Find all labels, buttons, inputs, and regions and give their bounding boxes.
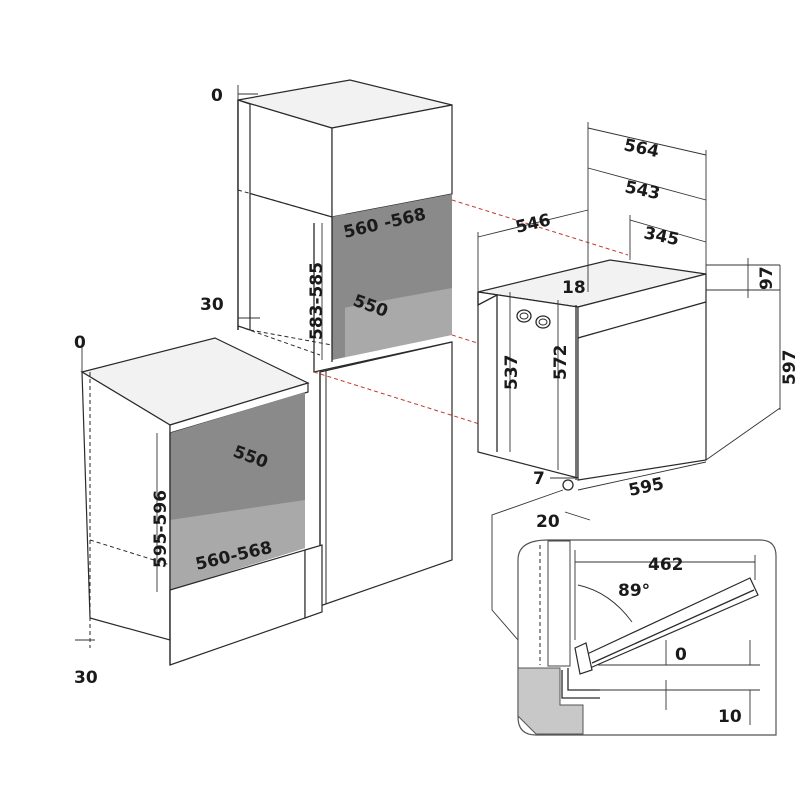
tall-unit bbox=[237, 79, 453, 607]
oven-door-thickness-label: 20 bbox=[536, 512, 560, 532]
tall-unit-lower-side bbox=[319, 341, 453, 607]
tall-unit-top-clearance-label: 0 bbox=[211, 86, 223, 106]
oven-side bbox=[477, 291, 579, 479]
base-unit-top-clearance-label: 0 bbox=[74, 333, 86, 353]
tall-unit-niche-height-label: 583-585 bbox=[307, 262, 327, 340]
tall-unit-side-offset-label: 30 bbox=[200, 295, 224, 315]
oven-panel-height-label: 97 bbox=[757, 266, 777, 290]
oven-knob-icon bbox=[535, 315, 551, 329]
oven-body-height-a-label: 537 bbox=[502, 355, 522, 391]
door-detail-base-block bbox=[517, 667, 584, 735]
door-detail bbox=[491, 479, 777, 736]
insertion-guides bbox=[313, 199, 629, 433]
door-detail-gap-bottom-label: 10 bbox=[718, 707, 742, 727]
base-unit bbox=[75, 337, 323, 666]
oven-depth-side-label: 546 bbox=[514, 210, 553, 237]
oven-front-height-label: 597 bbox=[780, 350, 800, 386]
detail-callout-icon bbox=[562, 479, 574, 491]
oven-depth-rear-label: 345 bbox=[642, 223, 681, 250]
oven-body-height-b-label: 572 bbox=[551, 345, 571, 381]
tall-unit-niche-floor bbox=[332, 288, 452, 360]
base-unit-niche-height-label: 595-596 bbox=[151, 490, 171, 568]
oven bbox=[477, 122, 781, 521]
door-detail-angle-label: 89° bbox=[618, 581, 650, 601]
oven-top-offset-label: 18 bbox=[562, 278, 586, 298]
door-detail-gap-top-label: 0 bbox=[675, 645, 687, 665]
oven-knob-icon bbox=[516, 309, 532, 323]
oven-bottom-gap-label: 7 bbox=[533, 469, 545, 489]
base-unit-bottom-offset-label: 30 bbox=[74, 668, 98, 688]
oven-depth-total-label: 564 bbox=[622, 135, 661, 162]
door-detail-length-label: 462 bbox=[648, 555, 684, 575]
oven-depth-body-label: 543 bbox=[623, 177, 662, 204]
tall-unit-left-panel bbox=[237, 99, 251, 331]
base-unit-niche-floor bbox=[170, 500, 305, 590]
